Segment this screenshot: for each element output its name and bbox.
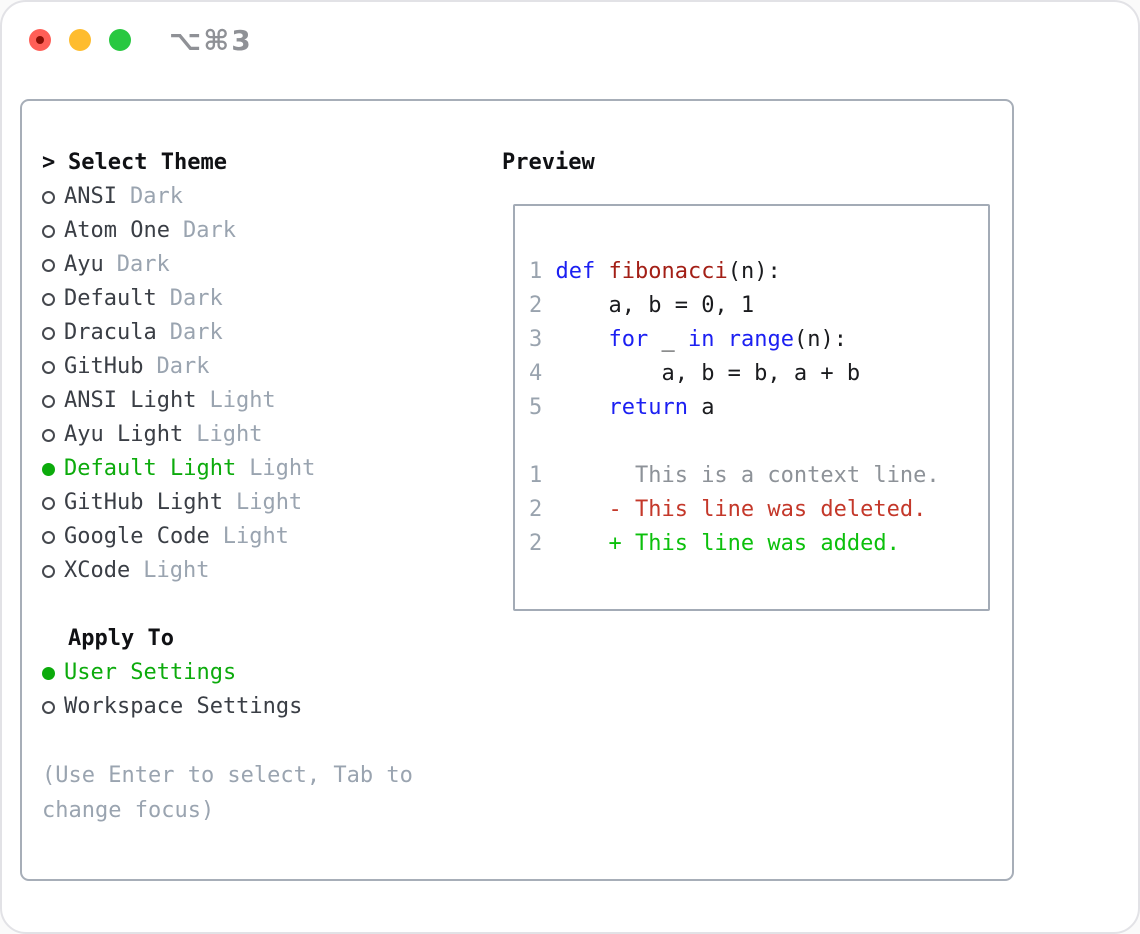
code-segment-gutter: 3 (529, 327, 543, 352)
apply-option-user-settings[interactable]: User Settings (42, 656, 482, 690)
radio-icon (42, 531, 55, 544)
code-segment-gutter: 2 (529, 497, 543, 522)
apply-to-header: Apply To (42, 622, 482, 656)
radio-icon (42, 327, 55, 340)
preview-code-line: 4 a, b = b, a + b (529, 357, 976, 391)
code-segment-plain (714, 327, 727, 352)
preview-code-line: 2 + This line was added. (529, 527, 976, 561)
close-button[interactable] (29, 29, 51, 51)
radio-icon (42, 395, 55, 408)
preview-header: Preview (502, 150, 595, 175)
code-segment-keyword: for (608, 327, 649, 352)
code-segment-gutter: 5 (529, 395, 543, 420)
radio-icon (42, 225, 55, 238)
code-segment-keyword: range (727, 327, 794, 352)
code-segment-keyword: in (687, 327, 715, 352)
code-segment-plain: a, b = b, a + b (542, 361, 861, 386)
select-theme-header: > Select Theme (42, 146, 482, 180)
preview-code-line: 3 for _ in range(n): (529, 323, 976, 357)
radio-icon (42, 565, 55, 578)
code-segment-gutter: 1 (529, 259, 556, 284)
maximize-button[interactable] (109, 29, 131, 51)
code-segment-plain: (n): (793, 327, 847, 352)
apply-to-list: User Settings Workspace Settings (42, 656, 482, 724)
code-segment-function: fibonacci (608, 259, 728, 284)
preview-code-line: 1 This is a context line. (529, 459, 976, 493)
code-segment-keyword: return (608, 395, 688, 420)
radio-icon (42, 497, 55, 510)
radio-selected-icon (42, 667, 55, 680)
preview-code-line (529, 425, 976, 459)
code-segment-plain: a, b = 0, 1 (542, 293, 755, 318)
spacer (42, 588, 482, 622)
code-segment-gutter: 2 (529, 293, 543, 318)
code-segment-gutter: 4 (529, 361, 543, 386)
radio-icon (42, 259, 55, 272)
preview-code-line: 2 a, b = 0, 1 (529, 289, 976, 323)
minimize-button[interactable] (69, 29, 91, 51)
window-shortcut-label: ⌥⌘3 (169, 24, 253, 57)
apply-to-title: Apply To (68, 626, 174, 651)
spacer (42, 724, 482, 758)
help-text: (Use Enter to select, Tab to change focu… (42, 763, 413, 823)
preview-code-line: 5 return a (529, 391, 976, 425)
select-theme-title: Select Theme (68, 150, 227, 175)
code-segment-keyword: def (555, 259, 609, 284)
code-segment-gutter: 1 (529, 463, 543, 488)
code-segment-plain (542, 327, 608, 352)
preview-code-line: 1 def fibonacci(n): (529, 255, 976, 289)
radio-icon (42, 361, 55, 374)
preview-code-line: 2 - This line was deleted. (529, 493, 976, 527)
radio-icon (42, 191, 55, 204)
focus-prompt-icon: > (42, 150, 56, 175)
code-segment-added: + This line was added. (542, 531, 900, 556)
code-segment-deleted: - This line was deleted. (542, 497, 927, 522)
radio-icon (42, 429, 55, 442)
code-segment-plain: _ (648, 327, 688, 352)
code-segment-plain (542, 395, 608, 420)
code-segment-plain: (n): (727, 259, 781, 284)
code-segment-plain: a (687, 395, 715, 420)
radio-icon (42, 293, 55, 306)
apply-option-workspace-settings[interactable]: Workspace Settings (42, 690, 482, 724)
radio-icon (42, 701, 55, 714)
radio-selected-icon (42, 463, 55, 476)
title-bar: ⌥⌘3 (2, 2, 1138, 80)
code-segment-context: This is a context line. (542, 463, 940, 488)
code-segment-gutter: 2 (529, 531, 543, 556)
